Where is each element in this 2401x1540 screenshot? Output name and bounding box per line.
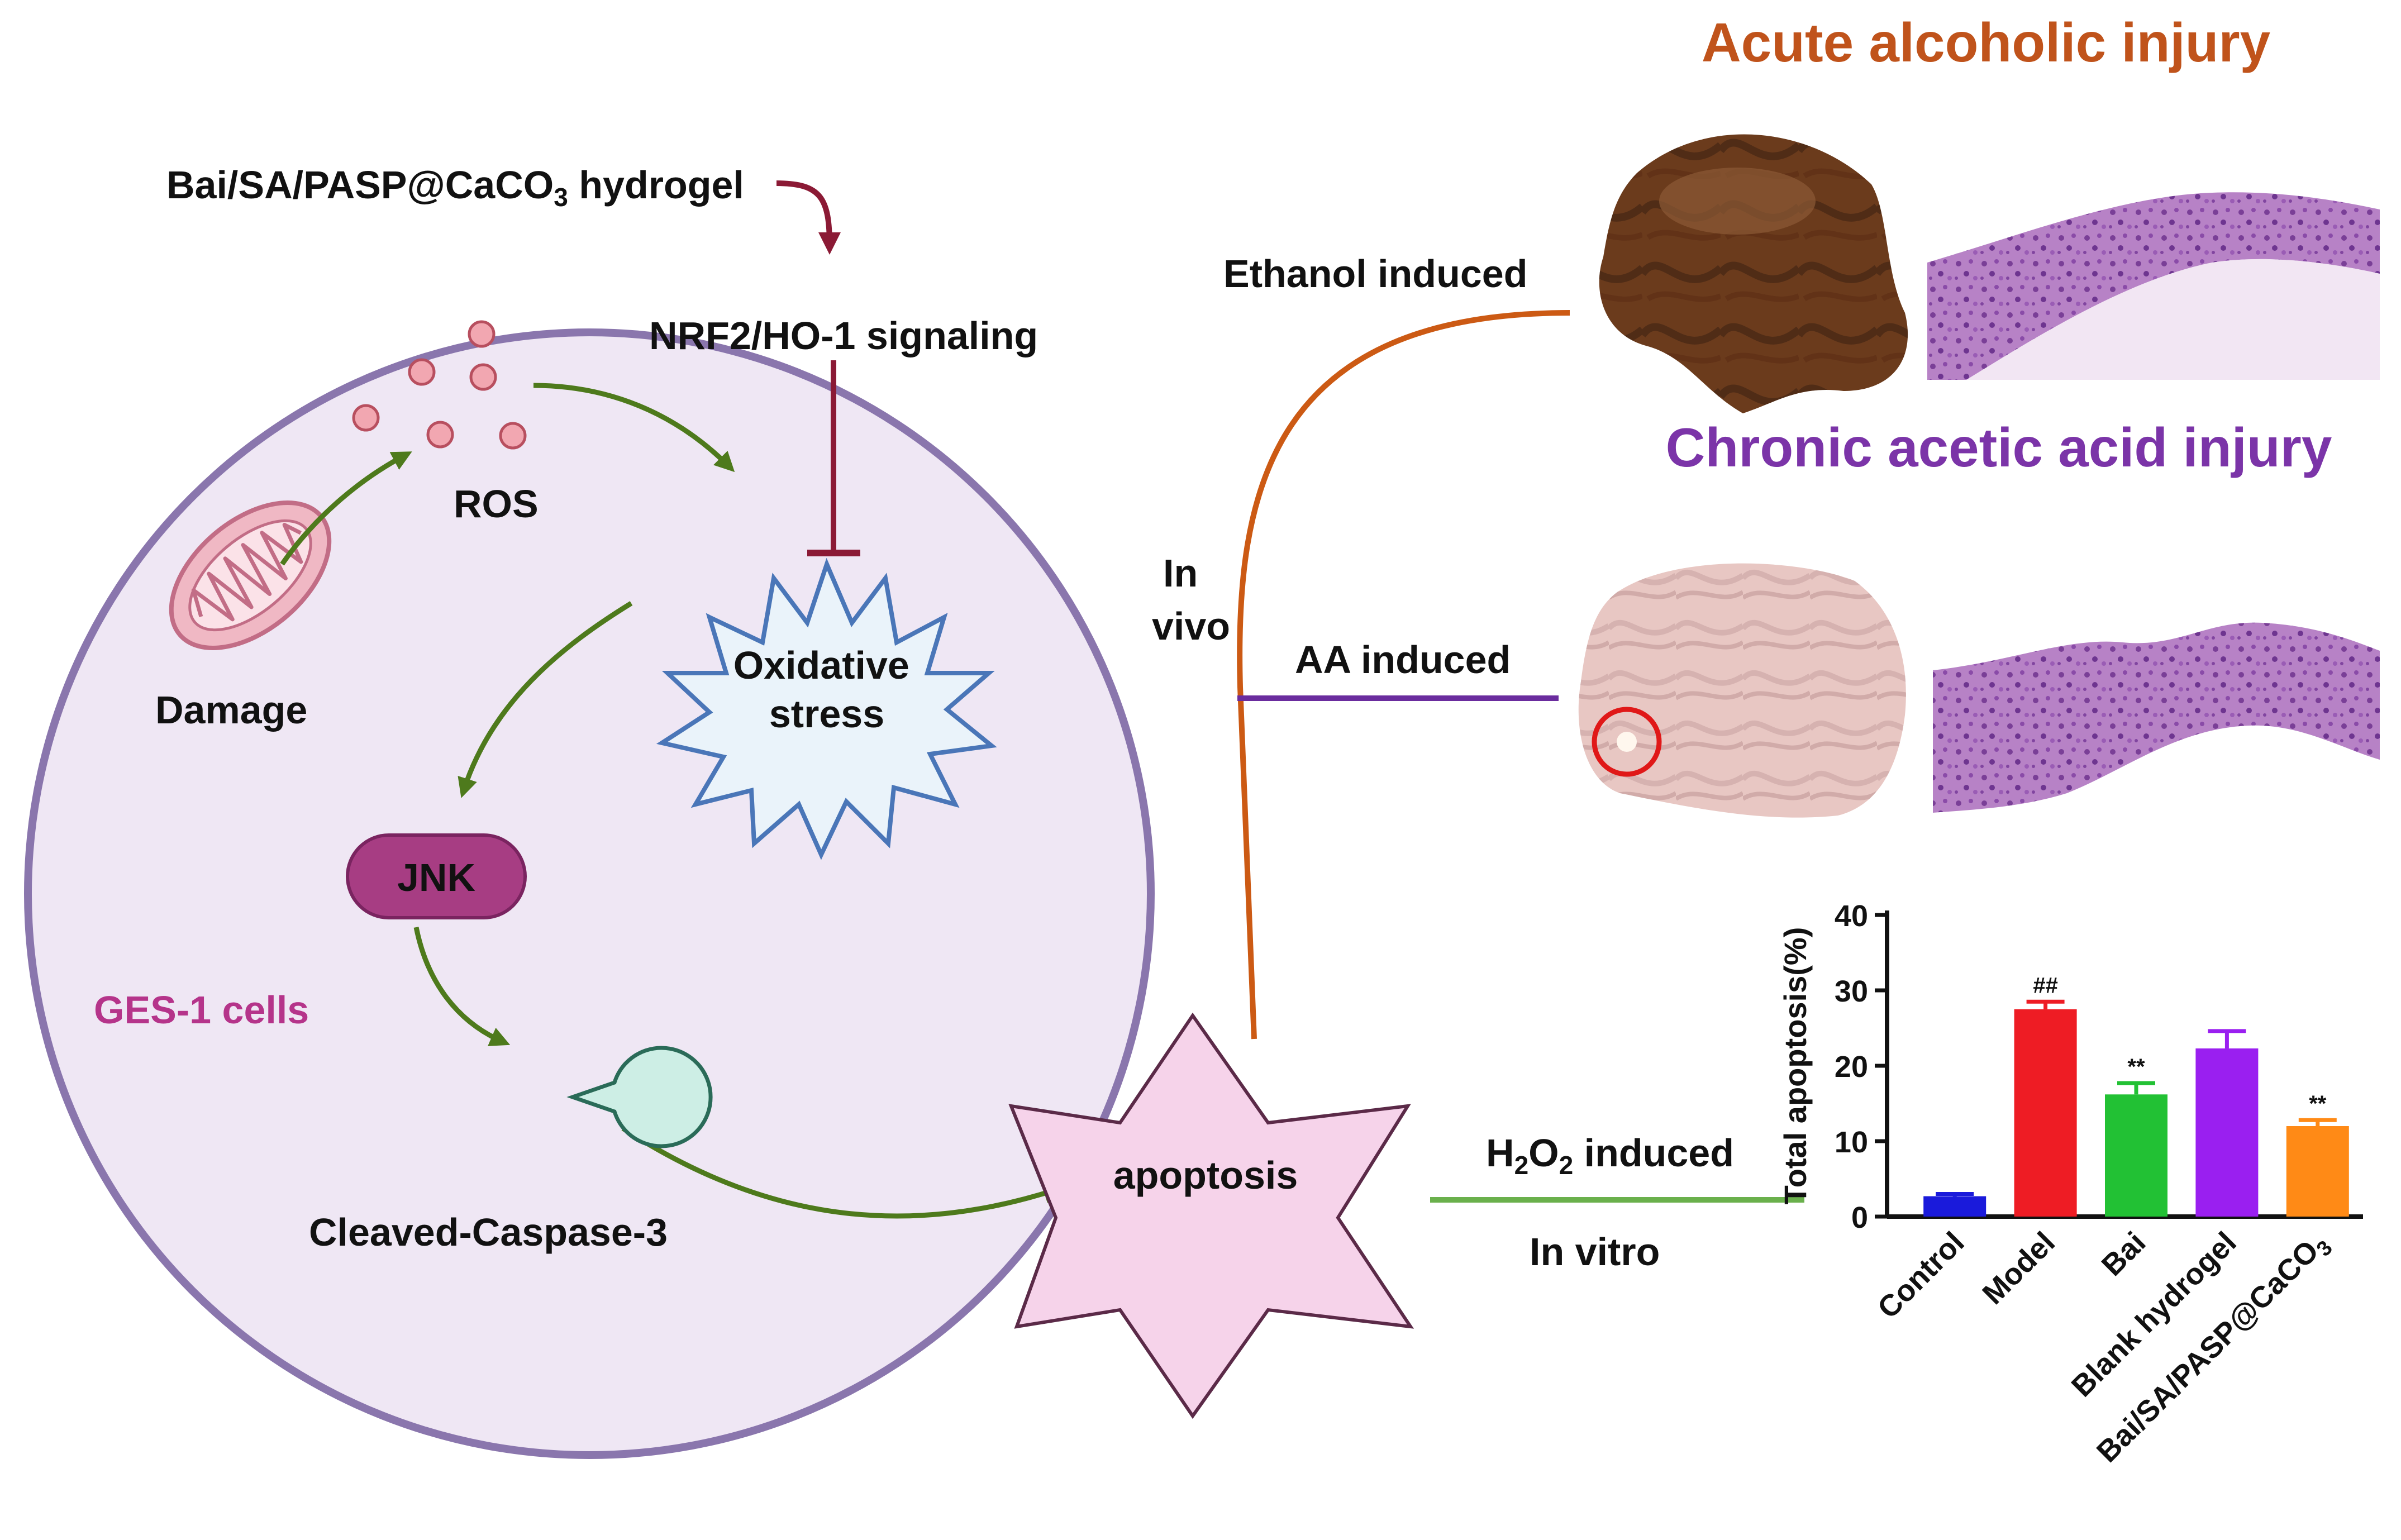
aa-label: AA induced: [1295, 638, 1511, 681]
damage-label: Damage: [155, 688, 307, 732]
caspase-to-apoptosis-arrow: [621, 1126, 1064, 1219]
h2o2-label: H2O2 induced: [1486, 1131, 1734, 1180]
chart-significance-label: ##: [2033, 973, 2058, 998]
nrf2-label: NRF2/HO-1 signaling: [649, 314, 1038, 357]
chart-bar: [1923, 1196, 1986, 1217]
chart-bar: [2286, 1126, 2349, 1217]
chart-category-label: Bai: [2095, 1226, 2152, 1282]
chart-category-label: Control: [1871, 1226, 1971, 1325]
damage-to-ros-arrow: [280, 451, 412, 566]
chart-category-label: Model: [1976, 1226, 2061, 1311]
chronic-title: Chronic acetic acid injury: [1666, 417, 2332, 478]
caspase-label: Cleaved-Caspase-3: [309, 1210, 668, 1254]
chart-bar: [2105, 1094, 2167, 1217]
jnk-label: JNK: [397, 856, 475, 899]
stress-to-jnk-arrow: [458, 601, 633, 798]
acute-title: Acute alcoholic injury: [1702, 12, 2270, 73]
in-vivo-label: In vivo: [1152, 551, 1230, 648]
chart-y-tick-label: 40: [1835, 899, 1868, 933]
chart-bar: [2195, 1048, 2259, 1217]
jnk-pill: [346, 833, 527, 919]
ulcer-marker: [1592, 707, 1662, 777]
chart-y-axis-label: Total apoptosis(%): [1778, 927, 1813, 1205]
hydrogel-arrow: [776, 180, 841, 255]
mitochondrion-icon: [169, 500, 332, 650]
in-vitro-label: In vitro: [1530, 1230, 1660, 1274]
ros-label: ROS: [454, 482, 539, 526]
chart-bar: [2014, 1009, 2077, 1217]
chart-y-tick-label: 30: [1835, 975, 1868, 1008]
oxidative-label: Oxidative stress: [733, 643, 921, 736]
ethanol-label: Ethanol induced: [1223, 252, 1527, 295]
hydrogel-label: Bai/SA/PASP@CaCO3 hydrogel: [166, 163, 744, 212]
chart-y-tick-label: 20: [1835, 1050, 1868, 1084]
aa-histology-image: [1930, 622, 2380, 816]
cell-body: [24, 328, 1155, 1459]
oxidative-stress-burst: [656, 557, 997, 860]
aa-stomach-photo: [1578, 563, 1906, 818]
chart-category-label: Blank hydrogel: [2065, 1226, 2243, 1403]
caspase-icon: [566, 1046, 713, 1148]
ethanol-line: [1237, 310, 1570, 1040]
chart-significance-label: **: [2309, 1091, 2327, 1116]
chart-y-tick-label: 10: [1835, 1126, 1868, 1159]
chart-y-tick-label: 0: [1851, 1201, 1868, 1234]
apoptosis-star: [1008, 1012, 1414, 1419]
jnk-to-caspase-arrow: [413, 927, 511, 1046]
ros-dots: [352, 320, 527, 450]
apoptosis-label: apoptosis: [1113, 1153, 1298, 1197]
ethanol-stomach-photo: [1599, 134, 1908, 413]
ros-to-stress-arrow: [533, 383, 735, 473]
ges-cells-label: GES-1 cells: [94, 988, 309, 1032]
ethanol-histology-image: [1924, 192, 2380, 380]
chart-significance-label: **: [2127, 1055, 2145, 1079]
